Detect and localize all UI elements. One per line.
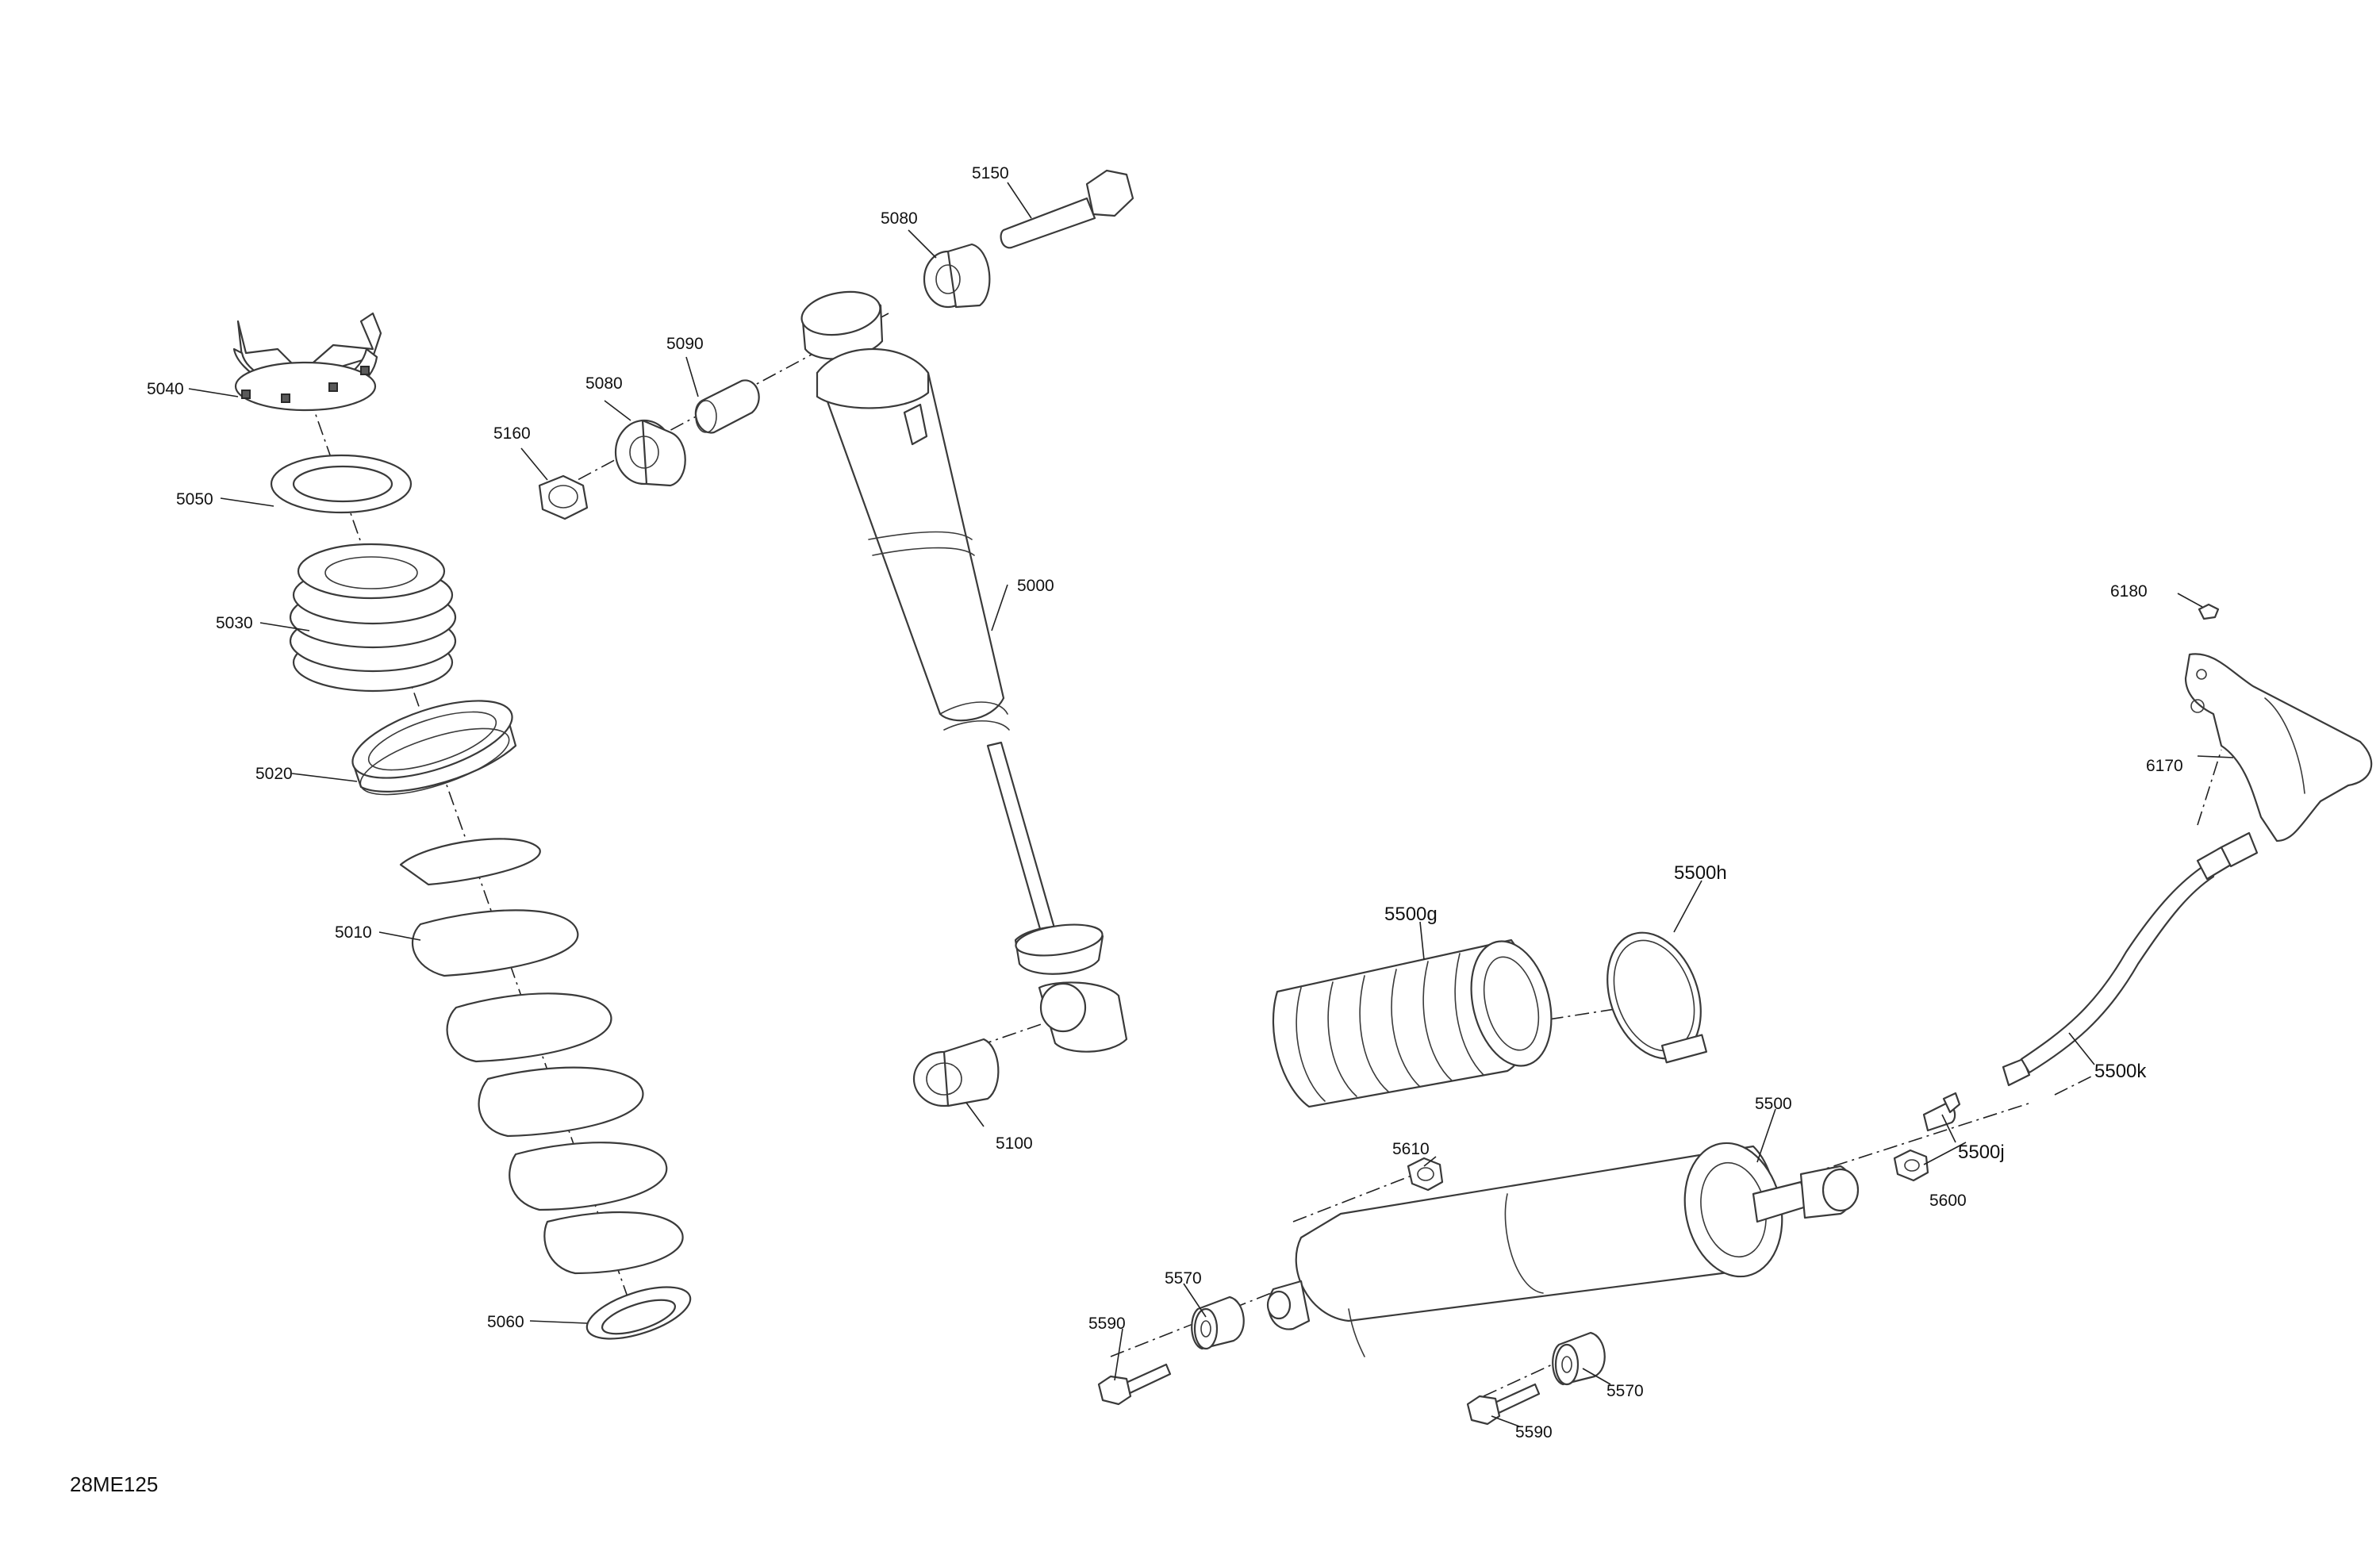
callout-5020: 5020 — [255, 765, 293, 783]
part-5080-bushing-left — [614, 419, 686, 487]
callout-5080-left: 5080 — [585, 374, 623, 393]
part-5500k-hose — [2002, 831, 2259, 1087]
part-5500-reservoir — [1266, 1142, 1860, 1357]
callout-5500: 5500 — [1755, 1095, 1792, 1113]
callout-5100: 5100 — [996, 1134, 1033, 1153]
callout-6170: 6170 — [2146, 757, 2183, 775]
callout-5060: 5060 — [487, 1313, 524, 1331]
part-6180-screw — [2198, 603, 2220, 620]
part-5020-collar — [351, 700, 517, 796]
callout-5050: 5050 — [176, 490, 213, 509]
callout-5590-upper: 5590 — [1088, 1315, 1126, 1333]
callout-labels: 5040 5050 5030 5020 5010 5060 5160 5080 … — [70, 164, 2183, 1496]
part-5590-bolt-lower — [1466, 1383, 1541, 1426]
leader-lines — [188, 182, 2234, 1427]
part-5570-spacer-upper — [1191, 1295, 1245, 1350]
callout-5500g: 5500g — [1384, 904, 1438, 925]
part-5150-bolt — [1000, 169, 1134, 249]
callout-5000: 5000 — [1017, 577, 1054, 595]
drawing-reference: 28ME125 — [70, 1472, 158, 1496]
part-5090-sleeve — [694, 379, 760, 434]
part-5010-coil-spring — [399, 838, 684, 1275]
callout-5500k: 5500k — [2094, 1061, 2147, 1082]
callout-5500j: 5500j — [1958, 1142, 2005, 1163]
callout-5090: 5090 — [666, 335, 704, 353]
part-5600-nut — [1893, 1149, 1929, 1182]
part-5160-nut — [538, 474, 589, 520]
part-5570-spacer-lower — [1552, 1331, 1606, 1386]
part-5500g-boot — [1272, 938, 1553, 1108]
part-5080-bushing-right — [923, 243, 991, 309]
callout-5080-right: 5080 — [881, 209, 918, 228]
callout-5570-lower: 5570 — [1606, 1382, 1644, 1400]
part-5030-bump-stop — [289, 543, 457, 693]
part-5040-spring-seat — [232, 312, 382, 412]
part-5610-nut — [1407, 1157, 1444, 1192]
callout-5590-lower: 5590 — [1515, 1423, 1553, 1441]
callout-5160: 5160 — [493, 424, 531, 443]
callout-6180: 6180 — [2110, 582, 2148, 601]
callout-5030: 5030 — [216, 614, 253, 632]
callout-5500h: 5500h — [1674, 862, 1727, 884]
callout-5570-upper: 5570 — [1165, 1269, 1202, 1288]
part-5000-shock-absorber — [800, 290, 1128, 1053]
callout-5040: 5040 — [147, 380, 184, 398]
callout-5150: 5150 — [972, 164, 1009, 182]
part-5500j-fitting — [1922, 1092, 1961, 1132]
part-5100-bushing — [912, 1038, 1000, 1107]
part-5590-bolt-upper — [1097, 1363, 1172, 1406]
callout-5610: 5610 — [1392, 1140, 1430, 1158]
part-6170-bracket — [2184, 653, 2373, 843]
callout-5600: 5600 — [1929, 1192, 1967, 1210]
part-5060-lower-seat — [585, 1286, 692, 1340]
part-5500h-clamp — [1606, 931, 1708, 1064]
part-5050-washer — [270, 454, 413, 514]
callout-5010: 5010 — [335, 923, 372, 942]
